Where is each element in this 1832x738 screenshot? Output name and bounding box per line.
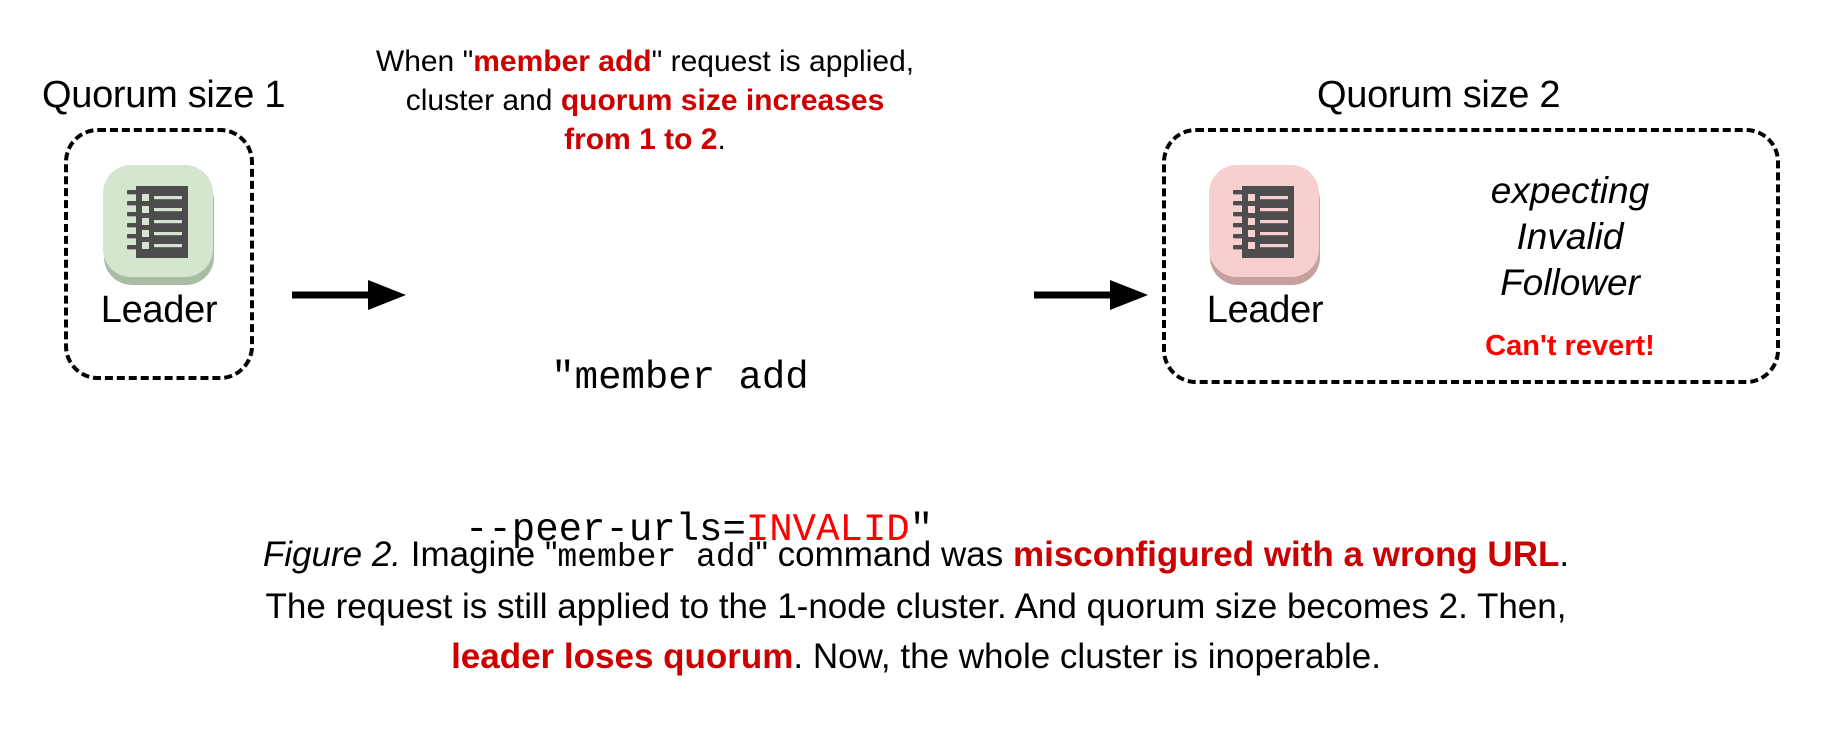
note-seg-from-1-to-2: from 1 to 2 bbox=[564, 123, 718, 156]
server-ledger-icon bbox=[100, 163, 218, 285]
server-ledger-icon bbox=[1206, 163, 1324, 285]
caption-seg-1: Imagine " bbox=[401, 535, 558, 574]
note-seg-3: " request is applied, bbox=[651, 45, 915, 78]
status-line-1: expecting bbox=[1490, 170, 1650, 211]
left-node-label: Leader bbox=[100, 289, 218, 331]
caption-line-3: leader loses quorum. Now, the whole clus… bbox=[0, 632, 1832, 682]
left-leader-node: Leader bbox=[100, 163, 218, 329]
caption-seg-misconfigured: misconfigured with a wrong URL bbox=[1012, 535, 1560, 574]
note-seg-7: . bbox=[717, 123, 726, 156]
caption-code-member-add: member add bbox=[557, 539, 756, 576]
command-line-2: --peer-urls=INVALID" bbox=[465, 505, 933, 556]
right-quorum-size-label: Quorum size 2 bbox=[1317, 74, 1561, 116]
right-node-label: Leader bbox=[1206, 289, 1324, 331]
caption-line-1: Figure 2. Imagine "member add" command w… bbox=[0, 530, 1832, 582]
right-leader-node: Leader bbox=[1206, 163, 1324, 329]
flow-arrow-left bbox=[290, 275, 410, 315]
flow-arrow-right bbox=[1032, 275, 1152, 315]
note-seg-1: When " bbox=[375, 45, 474, 78]
top-annotation: When "member add" request is applied, cl… bbox=[345, 42, 945, 159]
command-line-1: "member add bbox=[551, 356, 809, 401]
caption-line-2: The request is still applied to the 1-no… bbox=[265, 586, 1567, 626]
caption-seg-5: . bbox=[1559, 535, 1570, 574]
status-line-2: Invalid bbox=[1516, 215, 1624, 257]
caption-seg-leader-loses-quorum: leader loses quorum bbox=[451, 636, 794, 676]
left-cluster-box bbox=[64, 128, 254, 380]
cant-revert-alert: Can't revert! bbox=[1485, 330, 1655, 362]
command-flag: --peer-urls= bbox=[465, 508, 746, 553]
right-cluster-box bbox=[1162, 128, 1780, 384]
command-invalid-value: INVALID bbox=[745, 508, 910, 553]
left-quorum-size-label: Quorum size 1 bbox=[42, 74, 286, 116]
note-seg-4: cluster and bbox=[405, 84, 561, 117]
command-close-quote: " bbox=[909, 508, 934, 553]
status-line-3: Follower bbox=[1500, 261, 1640, 303]
expected-follower-status: expecting Invalid Follower bbox=[1420, 168, 1720, 306]
note-seg-member-add: member add bbox=[473, 45, 652, 78]
note-seg-quorum-increase: quorum size increases bbox=[560, 84, 885, 117]
figure-caption: Figure 2. Imagine "member add" command w… bbox=[0, 530, 1832, 681]
caption-seg-3: " command was bbox=[755, 535, 1013, 574]
caption-seg-8: . Now, the whole cluster is inoperable. bbox=[793, 636, 1381, 676]
command-text: "member add --peer-urls=INVALID" bbox=[465, 252, 933, 658]
caption-figure-label: Figure 2. bbox=[262, 535, 402, 574]
